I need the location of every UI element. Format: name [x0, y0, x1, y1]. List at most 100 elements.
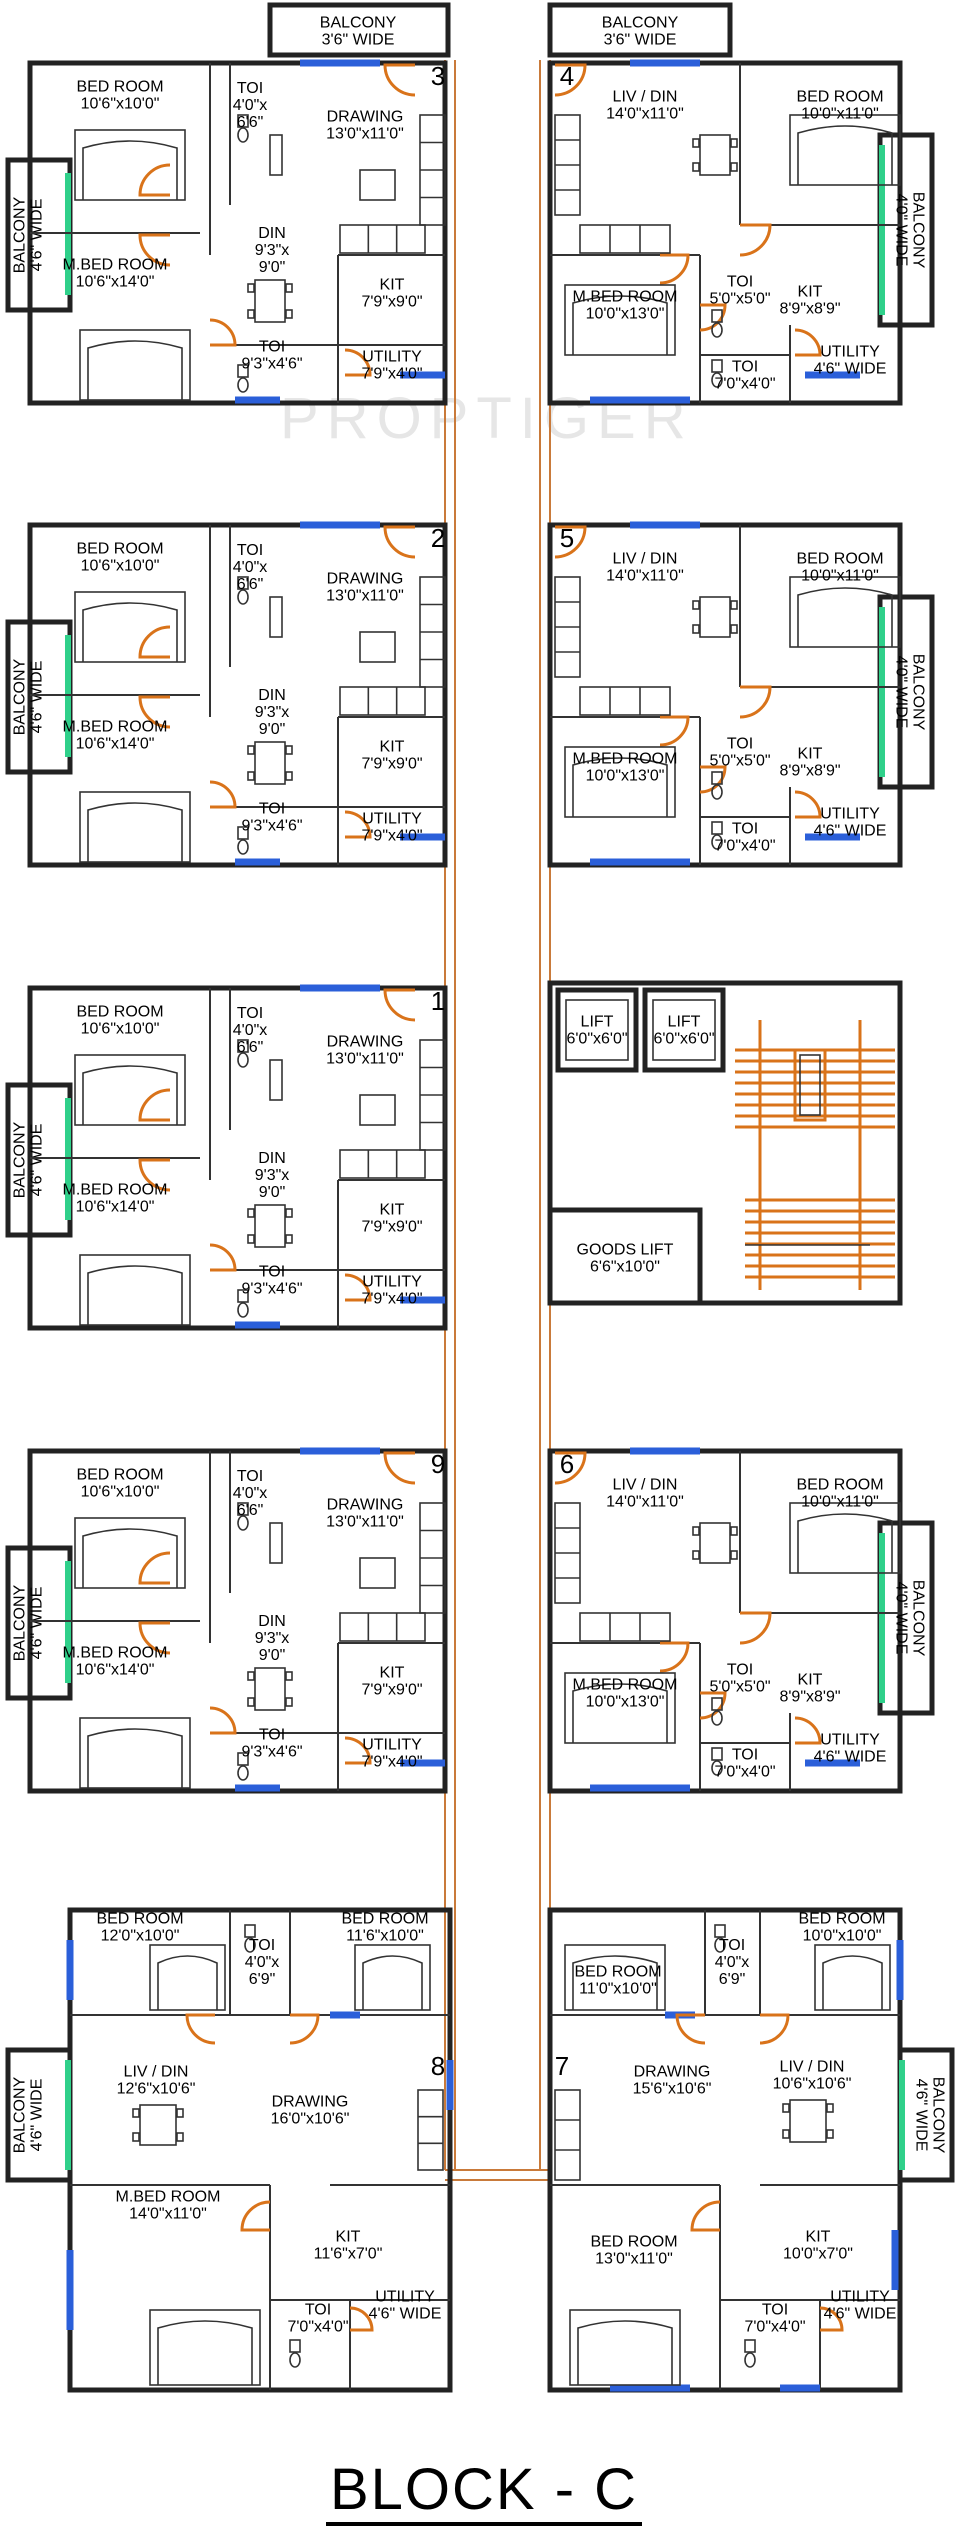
side-balcony-label: BALCONY4'6" WIDE — [913, 2077, 947, 2154]
sofa-liv — [554, 1502, 581, 1604]
toi2-label-line: 7'0"x4'0" — [744, 2319, 805, 2336]
dining-table-top — [699, 134, 731, 176]
bed3-label-line: BED ROOM — [590, 2234, 677, 2251]
utility-label-line: UTILITY — [362, 1274, 422, 1291]
bed-bed-frame — [74, 1517, 186, 1589]
dining-table-chair — [782, 2129, 790, 2139]
dining-table-top — [254, 1667, 286, 1711]
livdin-label-line: LIV / DIN — [613, 89, 678, 106]
dining-table-top — [699, 1522, 731, 1564]
bed1-label-line: 11'0"x10'0" — [579, 1981, 657, 1998]
wc-toi2-bowl — [711, 1760, 723, 1776]
sofa-liv-2 — [579, 224, 671, 254]
drawing-label-line: 16'0"x10'6" — [271, 2111, 350, 2128]
bed-bed-pillow — [797, 125, 893, 185]
lift-1-label-line: 6'0"x6'0" — [566, 1031, 627, 1048]
side-balcony-label: BALCONY4'6" WIDE — [12, 1584, 46, 1661]
unit-number-line: 3 — [431, 61, 445, 91]
side-balcony-label-line: 4'6" WIDE — [29, 199, 46, 272]
wc-toi-bowl — [237, 589, 249, 605]
bed-mbed-frame — [79, 1717, 191, 1789]
wc-toi2 — [289, 2339, 301, 2368]
kit-label-line: KIT — [380, 1202, 405, 1219]
lift-1-car — [565, 999, 629, 1061]
wc-toi-tank — [711, 771, 723, 785]
bed-mbed-frame — [79, 329, 191, 401]
dining-table — [132, 2104, 184, 2146]
top-balcony — [547, 2, 733, 58]
sofa-liv-2-frame — [579, 224, 671, 254]
livdin-label-line: 14'0"x11'0" — [606, 106, 684, 123]
unit-number-line: 9 — [431, 1449, 445, 1479]
dining-table-chair — [692, 600, 700, 610]
toi2-label-line: 7'0"x4'0" — [714, 1764, 775, 1781]
door-main — [383, 63, 416, 97]
lift-1 — [555, 987, 639, 1073]
bed-label-line: 10'6"x10'0" — [81, 1021, 160, 1038]
bed-bed-pillow — [797, 1513, 893, 1573]
kit-label-line: 7'9"x9'0" — [361, 756, 422, 773]
sofa-drawing-2 — [339, 1149, 426, 1179]
unit-number: 1 — [431, 986, 445, 1016]
sofa-drawing — [419, 114, 446, 226]
toi2-label-line: 7'0"x4'0" — [714, 838, 775, 855]
bed-label-line: BED ROOM — [76, 1467, 163, 1484]
door-main — [554, 63, 587, 97]
kit-label-line: 8'9"x8'9" — [779, 763, 840, 780]
mbed-label-line: M.BED ROOM — [573, 289, 678, 306]
drawing-label-line: 13'0"x11'0" — [326, 588, 404, 605]
sofa-drawing — [419, 1039, 446, 1151]
bed-mbed — [564, 284, 676, 356]
wc-toi-tank — [237, 1039, 249, 1053]
toi-label-line: TOI — [719, 1937, 745, 1954]
door-bed — [739, 223, 772, 257]
bed-label-line: BED ROOM — [76, 1004, 163, 1021]
bed1-label-line: 12'0"x10'0" — [101, 1928, 180, 1945]
livdin-label-line: LIV / DIN — [780, 2059, 845, 2076]
dining-table-chair — [730, 138, 738, 148]
wc-toi2-bowl — [237, 1302, 249, 1318]
goods-lift-label-line: 6'6"x10'0" — [590, 1259, 660, 1276]
toi-label-line: 6'9" — [249, 1971, 276, 1988]
bed-mbed-pillow — [572, 1683, 668, 1743]
toi2-label-line: TOI — [259, 1264, 285, 1281]
unit-number: 2 — [431, 523, 445, 553]
bed-bed-frame — [789, 576, 901, 648]
side-balcony-label-line: 4'6" WIDE — [913, 2079, 930, 2152]
utility-label-line: 4'6" WIDE — [369, 2306, 442, 2323]
door-util — [819, 2306, 844, 2332]
dining-table-top — [139, 2104, 177, 2146]
sofa-drawing — [554, 2089, 581, 2181]
kit-label-line: 7'9"x9'0" — [361, 1682, 422, 1699]
drawing-label-line: DRAWING — [327, 571, 404, 588]
wc-toi2-tank — [237, 826, 249, 840]
top-balcony-label-line: 3'6" WIDE — [322, 32, 395, 49]
door-bed2 — [289, 2013, 320, 2045]
wc-toi2 — [744, 2339, 756, 2368]
toi-label-line: 5'0"x5'0" — [709, 1679, 770, 1696]
wc-toi2-bowl — [744, 2352, 756, 2368]
unit-number-line: 4 — [560, 61, 574, 91]
wc-toi-bowl — [711, 322, 723, 338]
bed-bed2-frame — [354, 1944, 431, 2011]
wc-toi — [711, 309, 723, 338]
side-balcony-label-line: 4'6" WIDE — [29, 1124, 46, 1197]
dining-table-chair — [247, 745, 255, 755]
